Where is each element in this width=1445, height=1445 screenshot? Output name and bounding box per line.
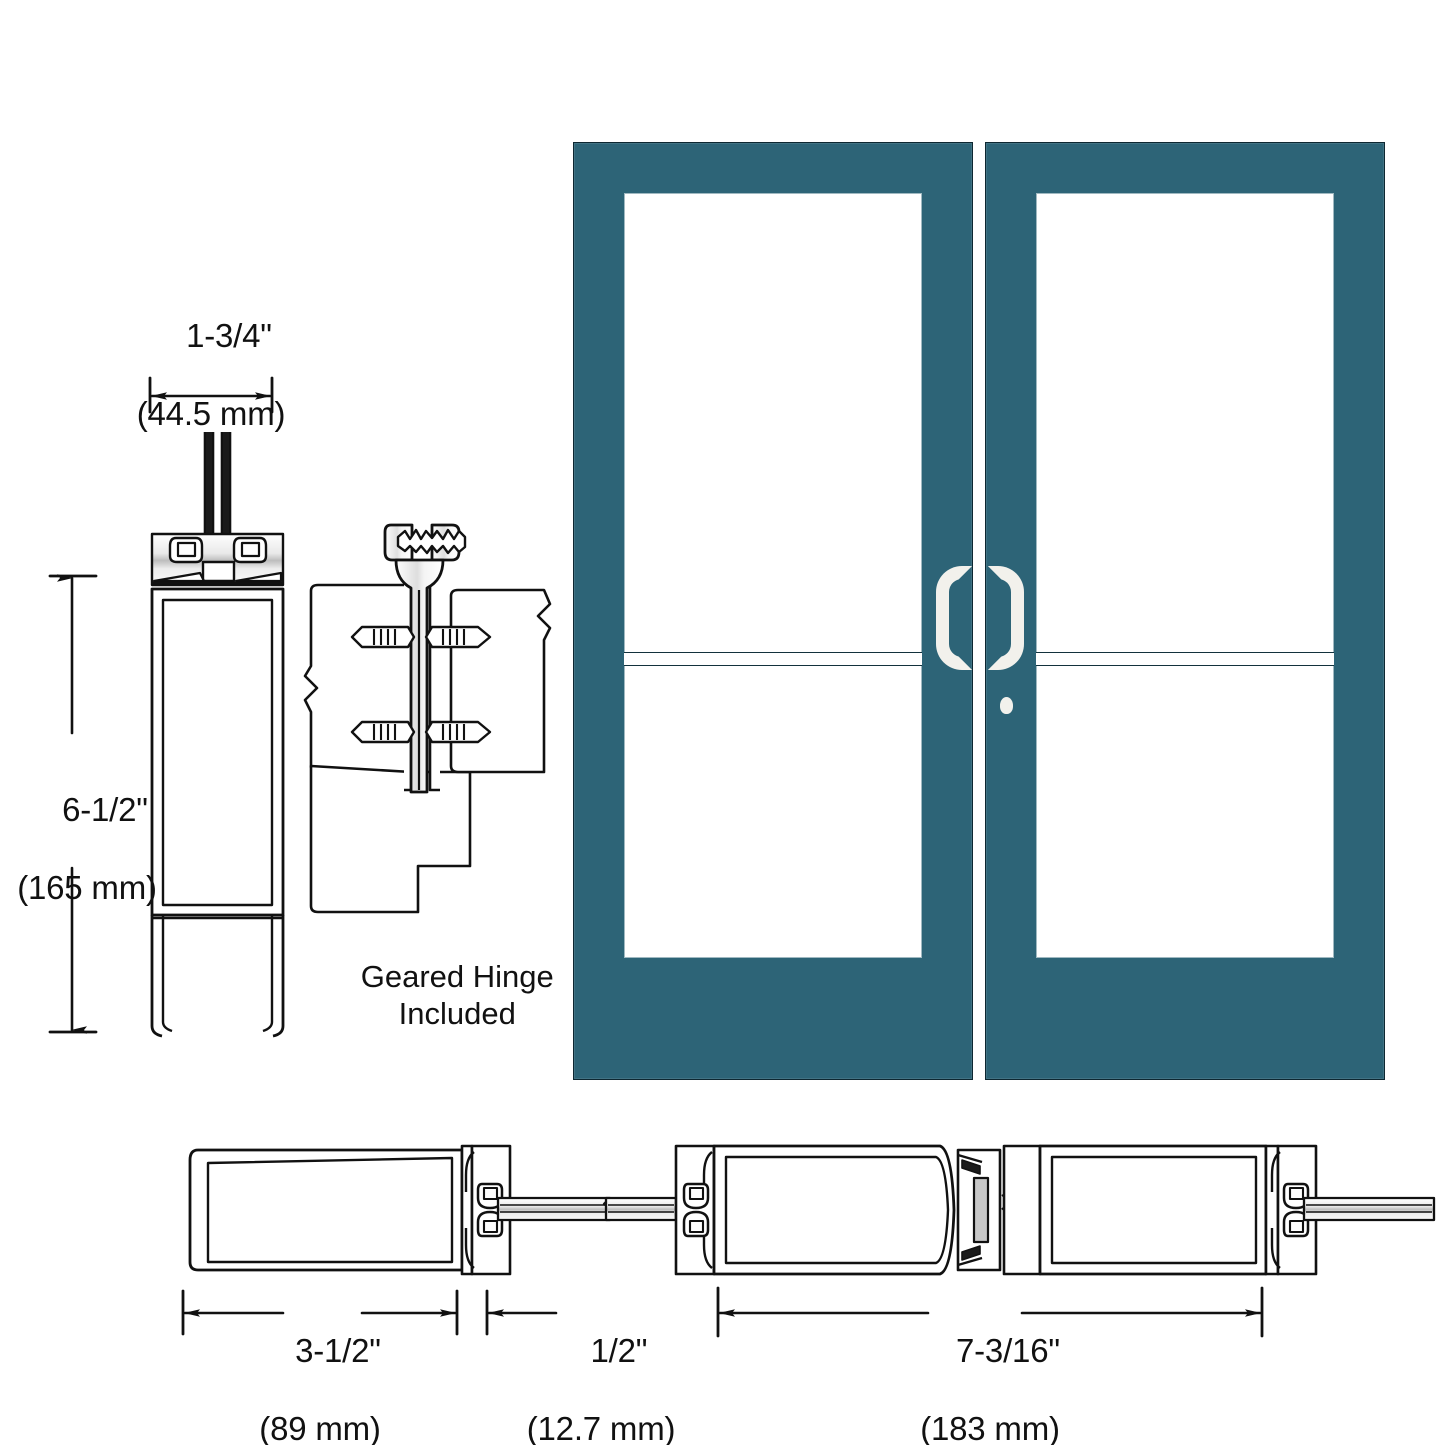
left-door-leaf[interactable] [573, 142, 973, 1080]
dimension-label-rail-height: 6-1/2" (165 mm) [17, 790, 157, 906]
dimension-overall-width-arrow [716, 1286, 1264, 1338]
dimension-label-stile-depth: 1-3/4" (44.5 mm) [136, 316, 286, 432]
section-horizontal-left-jamb [188, 1144, 618, 1276]
glass-seam-line [624, 652, 922, 666]
section-geared-hinge-detail [303, 523, 552, 914]
note-geared-hinge: Geared Hinge Included [360, 959, 554, 1032]
lock-cylinder-icon[interactable] [1000, 697, 1013, 714]
glass-seam-line [1036, 652, 1334, 666]
dimension-jamb-width-arrow [181, 1289, 459, 1336]
right-door-leaf[interactable] [985, 142, 1385, 1080]
dimension-label-jamb-width: 3-1/2" (89 mm) [259, 1331, 381, 1445]
left-door-pull-handle[interactable] [936, 566, 972, 670]
dimension-gap-arrow [485, 1289, 558, 1336]
section-horizontal-right-jamb [1264, 1144, 1436, 1276]
dimension-rail-height-arrow [48, 574, 98, 1034]
section-horizontal-meeting-stiles [604, 1144, 1268, 1276]
left-door-glass-lite [625, 194, 921, 957]
right-door-glass-lite [1037, 194, 1333, 957]
dimension-stile-depth-arrow [148, 376, 274, 414]
section-vertical-stile-profile [150, 432, 285, 1038]
dimension-label-overall-width: 7-3/16" (183 mm) [920, 1331, 1060, 1445]
dimension-label-gap: 1/2" (12.7 mm) [526, 1331, 676, 1445]
right-door-pull-handle[interactable] [988, 566, 1024, 670]
